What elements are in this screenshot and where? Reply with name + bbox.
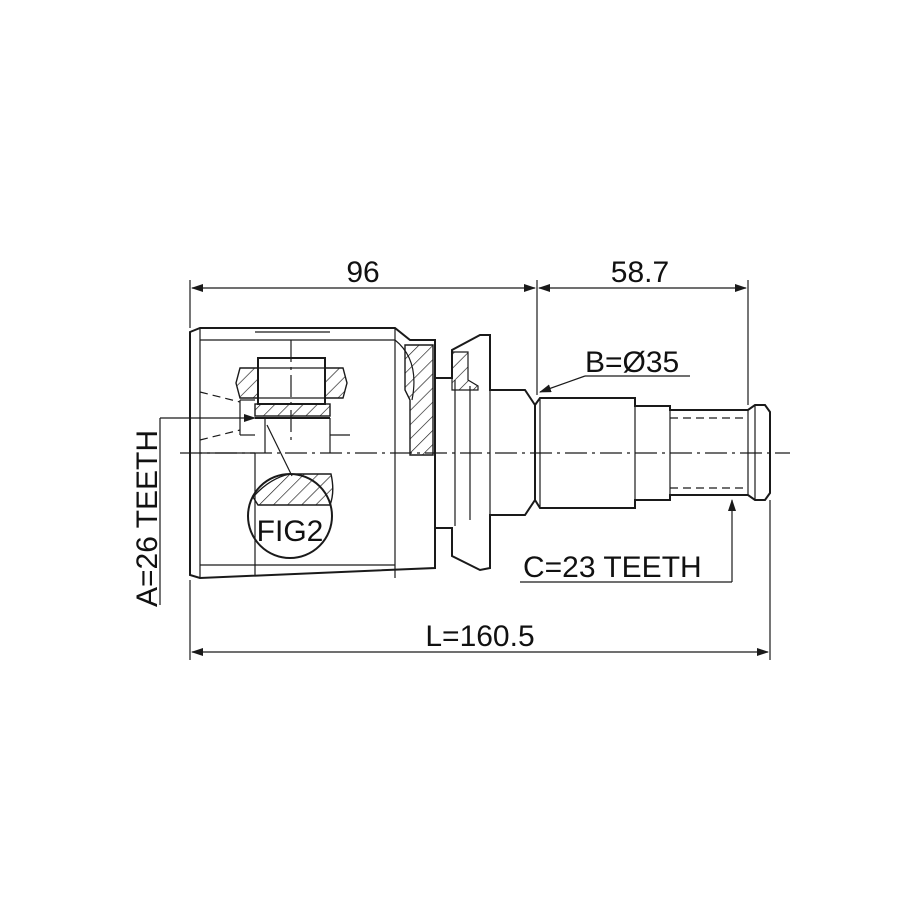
housing-curve bbox=[394, 339, 415, 401]
dimension-58-7-label: 58.7 bbox=[611, 256, 669, 289]
stub-flange bbox=[435, 334, 536, 572]
dimension-c-teeth: C=23 TEETH bbox=[520, 499, 736, 584]
dimension-96: 96 bbox=[189, 256, 538, 395]
dimension-96-label: 96 bbox=[346, 256, 379, 289]
fig2-detail: FIG2 bbox=[247, 424, 334, 559]
dimension-58-7: 58.7 bbox=[538, 256, 749, 405]
tripod-roller bbox=[199, 340, 350, 575]
dimension-a-teeth: A=26 TEETH bbox=[131, 414, 256, 607]
dimension-total-length: L=160.5 bbox=[189, 500, 771, 660]
housing-endwall-hatch bbox=[404, 344, 434, 456]
fig2-label: FIG2 bbox=[257, 515, 324, 548]
dimension-diameter: B=Ø35 bbox=[539, 346, 690, 393]
dimension-c-teeth-label: C=23 TEETH bbox=[523, 551, 702, 584]
dimension-diameter-label: B=Ø35 bbox=[585, 346, 679, 379]
joint-housing bbox=[189, 327, 436, 580]
stub-shaft bbox=[534, 397, 771, 509]
dimension-a-teeth-label: A=26 TEETH bbox=[131, 430, 164, 607]
dimension-total-length-label: L=160.5 bbox=[425, 620, 534, 653]
